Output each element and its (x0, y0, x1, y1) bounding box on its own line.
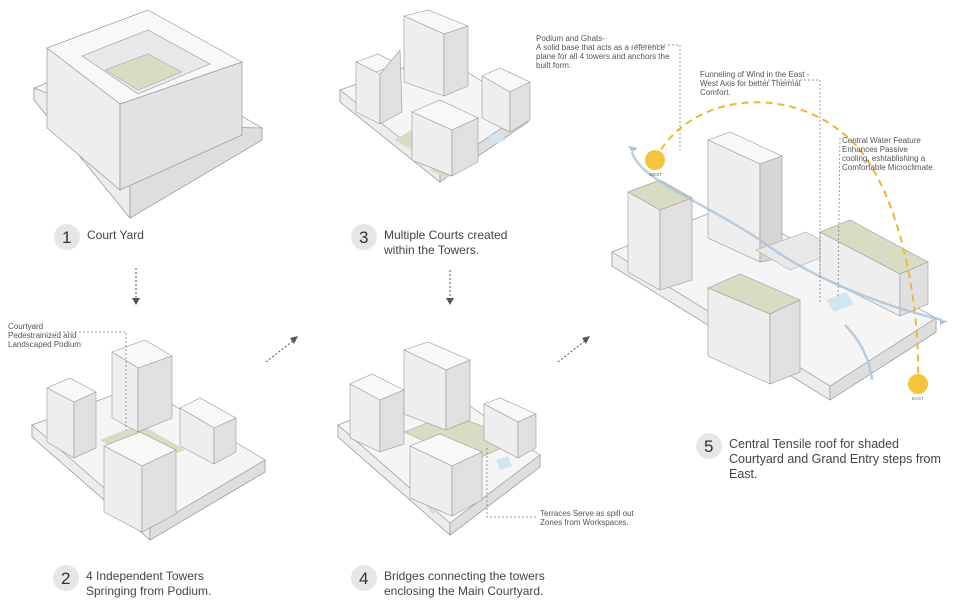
step-caption-line: Springing from Podium. (86, 584, 211, 598)
step-number: 4 (359, 569, 368, 588)
step-caption-line: Multiple Courts created (384, 228, 507, 242)
step-caption-line: Courtyard and Grand Entry steps from (729, 452, 941, 466)
step-caption-line: enclosing the Main Courtyard. (384, 584, 543, 598)
step-number: 3 (359, 228, 368, 247)
step-5-label: 5 Central Tensile roof for shaded Courty… (696, 433, 941, 481)
svg-text:Podium and Ghats-: Podium and Ghats- (536, 34, 605, 43)
sun-west-icon: WEST (645, 150, 665, 177)
step-caption-line: East. (729, 467, 758, 481)
svg-text:Terraces Serve as spill out: Terraces Serve as spill out (540, 509, 635, 518)
step-caption-line: 4 Independent Towers (86, 569, 204, 583)
flow-arrows (135, 268, 587, 363)
sun-east-label: EAST (912, 396, 924, 401)
svg-text:Funneling of Wind in the East: Funneling of Wind in the East - (700, 70, 810, 79)
step-3-massing (339, 9, 531, 183)
step-1-massing (33, 9, 263, 219)
leader-lines (55, 44, 841, 518)
step-caption-line: Court Yard (87, 228, 144, 242)
svg-text:Comfortable Microclimate.: Comfortable Microclimate. (842, 163, 935, 172)
svg-text:built form.: built form. (536, 61, 571, 70)
step-3-label: 3 Multiple Courts created within the Tow… (351, 224, 507, 257)
svg-text:Landscaped Podium: Landscaped Podium (8, 340, 81, 349)
annotation-water: Central Water Feature Enhances Passive c… (842, 136, 935, 172)
svg-text:Enhances Passive: Enhances Passive (842, 145, 908, 154)
step-2-massing (31, 339, 266, 541)
svg-text:West Axis for better Thermal: West Axis for better Thermal (700, 79, 801, 88)
step-4-massing (337, 341, 541, 536)
annotation-podium: Podium and Ghats- A solid base that acts… (536, 34, 670, 70)
step-number: 2 (61, 569, 70, 588)
svg-text:Courtyard: Courtyard (8, 322, 43, 331)
step-caption-line: Central Tensile roof for shaded (729, 437, 899, 451)
svg-text:Zones from Workspaces.: Zones from Workspaces. (540, 518, 629, 527)
step-caption-line: Bridges connecting the towers (384, 569, 545, 583)
svg-text:cooling, eshtablishing a: cooling, eshtablishing a (842, 154, 926, 163)
step-5-massing (611, 131, 937, 401)
step-caption-line: within the Towers. (383, 243, 479, 257)
step-number: 5 (704, 437, 713, 456)
annotation-courtyard: Courtyard Pedestrainized and Landscaped … (8, 322, 81, 349)
wind-flow (628, 146, 948, 381)
step-2-label: 2 4 Independent Towers Springing from Po… (53, 565, 211, 598)
step-1-label: 1 Court Yard (54, 224, 144, 250)
step-4-label: 4 Bridges connecting the towers enclosin… (351, 565, 545, 598)
sun-east-icon: EAST (908, 374, 928, 401)
sun-path (654, 101, 920, 383)
flow-arrowheads (132, 298, 590, 344)
sun-west-label: WEST (649, 172, 662, 177)
svg-text:Central Water Feature: Central Water Feature (842, 136, 921, 145)
annotation-terraces: Terraces Serve as spill out Zones from W… (540, 509, 635, 527)
svg-text:Comfort.: Comfort. (700, 88, 731, 97)
svg-text:plane for all 4 towers and anc: plane for all 4 towers and anchors the (536, 52, 670, 61)
annotation-wind: Funneling of Wind in the East - West Axi… (700, 70, 810, 97)
svg-text:A solid base that acts as a re: A solid base that acts as a reference (536, 43, 666, 52)
step-number: 1 (62, 228, 71, 247)
svg-text:Pedestrainized and: Pedestrainized and (8, 331, 77, 340)
